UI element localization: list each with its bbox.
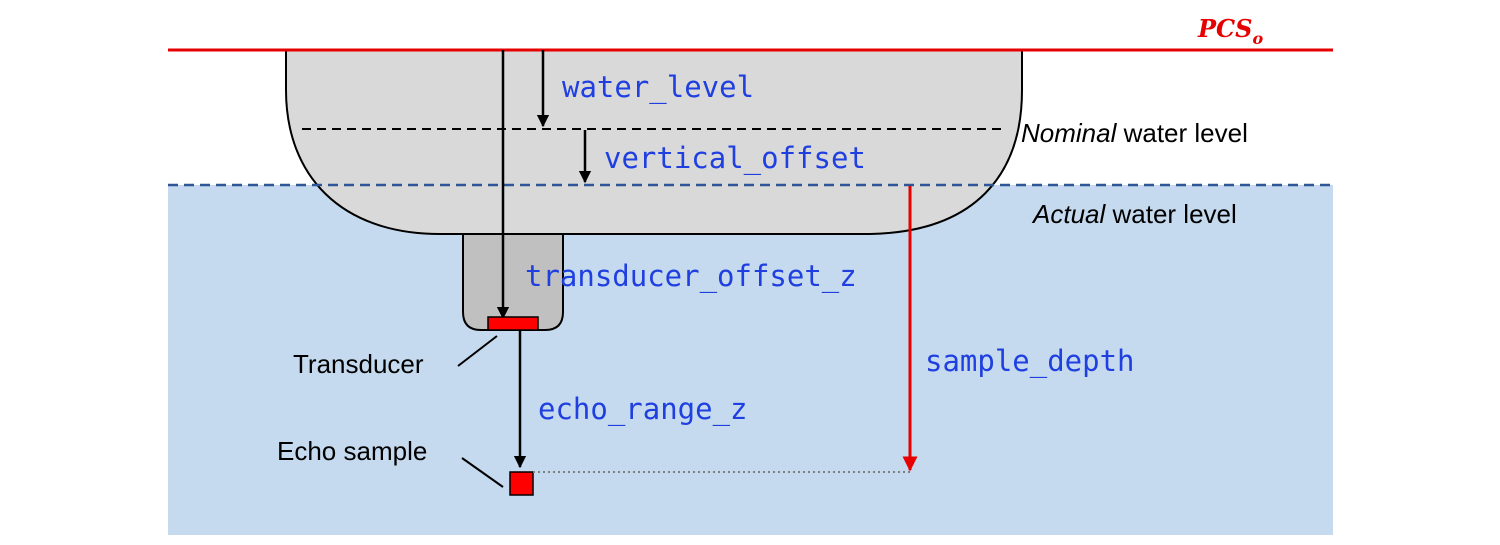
transducer-offset-z-label: transducer_offset_z bbox=[525, 259, 857, 294]
ship-hull bbox=[285, 49, 1023, 235]
echo-sample-label: Echo sample bbox=[277, 436, 427, 466]
transducer-leader-line bbox=[457, 335, 498, 367]
transducer-label: Transducer bbox=[293, 349, 424, 379]
pcs-subscript: o bbox=[1252, 29, 1263, 48]
actual-emphasis: Actual bbox=[1031, 199, 1106, 229]
nominal-emphasis: Nominal bbox=[1021, 118, 1118, 148]
vertical-offset-label: vertical_offset bbox=[604, 141, 866, 176]
sample-depth-label: sample_depth bbox=[925, 344, 1135, 379]
echo-range-z-label: echo_range_z bbox=[538, 392, 748, 427]
nominal-rest: water level bbox=[1116, 118, 1248, 148]
pcs-main: PCS bbox=[1197, 14, 1252, 43]
actual-rest: water level bbox=[1105, 199, 1237, 229]
nominal-water-level-label: Nominal water level bbox=[1021, 118, 1248, 148]
echo-sample-leader-line bbox=[461, 457, 504, 488]
echo-sample-marker bbox=[509, 471, 534, 496]
transducer-marker bbox=[487, 316, 539, 331]
water-body bbox=[168, 185, 1333, 535]
pcs-reference-label: PCSo bbox=[1197, 14, 1263, 48]
water-level-label: water_level bbox=[562, 70, 754, 105]
actual-water-level-label: Actual water level bbox=[1031, 199, 1237, 229]
transducer-housing bbox=[462, 233, 564, 331]
